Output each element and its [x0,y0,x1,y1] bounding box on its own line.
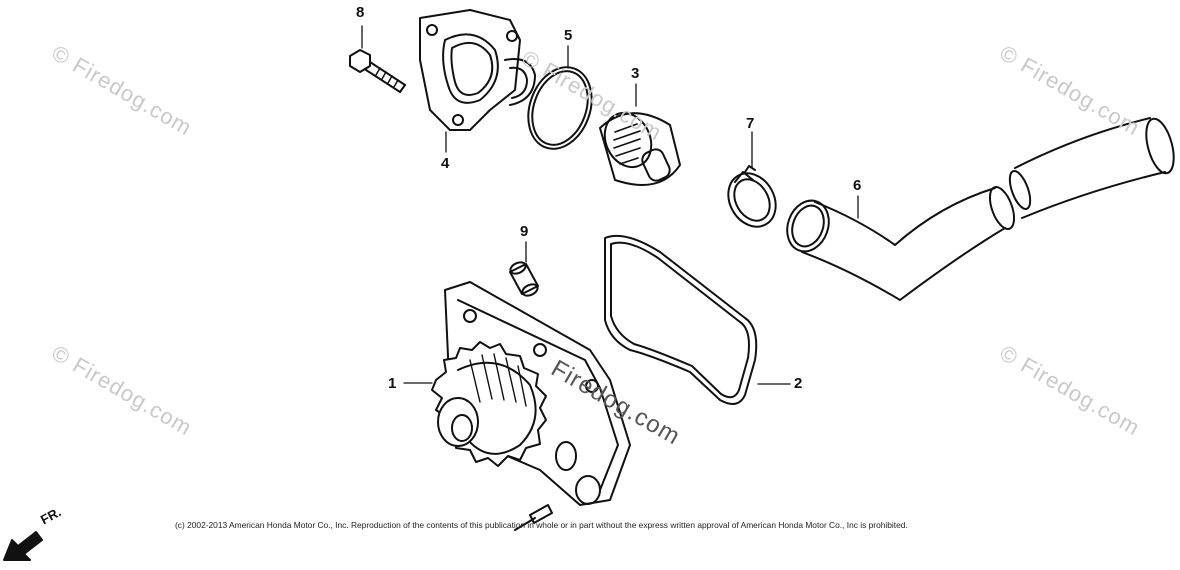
callout-4: 4 [441,155,450,172]
callout-3: 3 [631,65,640,82]
front-direction-arrow [3,531,43,561]
hose-clamp-part-7 [727,131,777,228]
callout-9: 9 [520,223,529,240]
bolt-part-8 [349,25,406,93]
water-pump-part-1 [403,281,631,531]
callout-6: 6 [853,177,862,194]
dowel-pin-part-9 [509,241,539,297]
thermostat-part-3 [599,83,681,186]
copyright-notice: (c) 2002-2013 American Honda Motor Co., … [175,520,908,530]
callout-1: 1 [388,375,397,392]
gasket-part-2 [604,234,791,405]
callout-2: 2 [794,375,803,392]
o-ring-part-5 [527,45,593,150]
callout-5: 5 [564,27,573,44]
thermostat-cover-part-4 [419,9,536,153]
water-hose-part-6 [786,117,1175,301]
callout-7: 7 [746,115,755,132]
callout-8: 8 [356,4,365,21]
